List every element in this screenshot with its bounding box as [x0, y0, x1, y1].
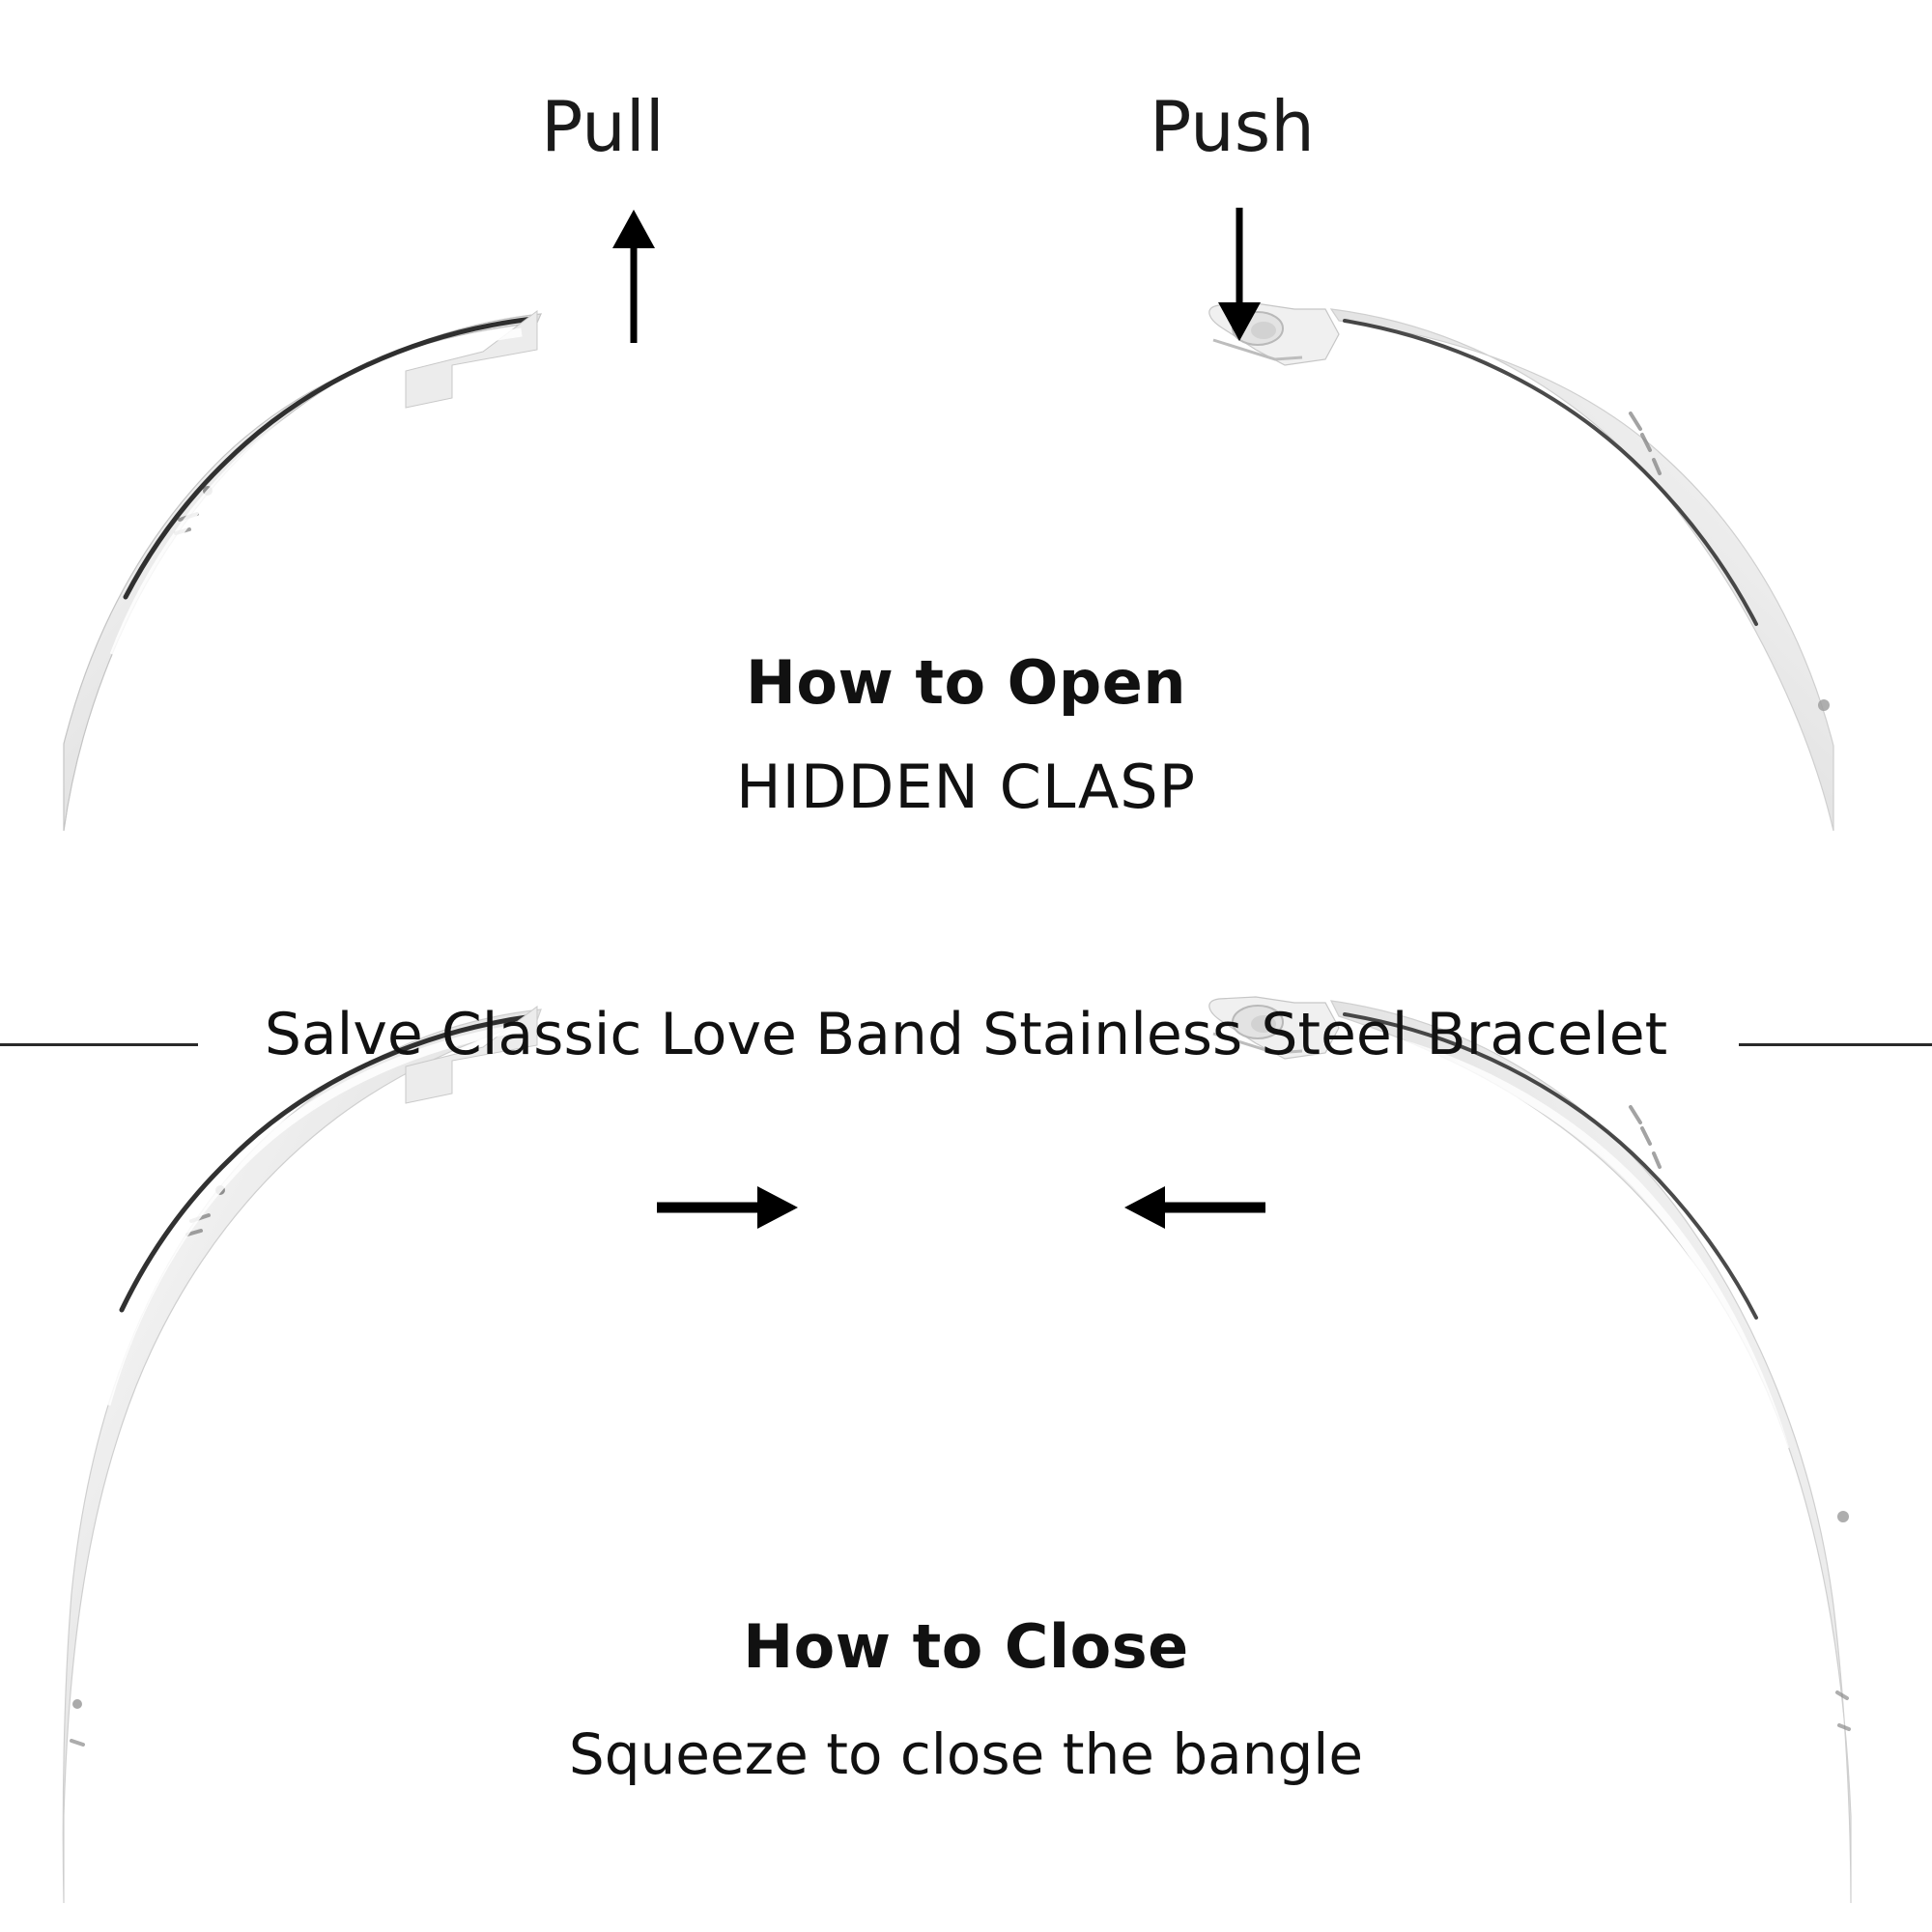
arrow-left-icon — [1124, 1186, 1265, 1229]
arrow-up-icon — [612, 210, 655, 343]
hidden-clasp-hook — [1208, 996, 1340, 1060]
divider-rule-left — [0, 1043, 198, 1046]
bangle-left-half — [62, 1006, 542, 1904]
product-title-divider: Salve Classic Love Band Stainless Steel … — [0, 1001, 1932, 1088]
engraving-marks — [1629, 412, 1662, 475]
arrow-right-icon — [657, 1186, 798, 1229]
divider-rule-right — [1739, 1043, 1932, 1046]
hidden-clasp-subheading: HIDDEN CLASP — [735, 752, 1197, 822]
how-to-close-heading: How to Close — [743, 1611, 1189, 1682]
bangle-right-half — [1208, 996, 1852, 1904]
product-title: Salve Classic Love Band Stainless Steel … — [264, 1001, 1668, 1068]
bangle-close-illustration — [62, 996, 1852, 1904]
push-label: Push — [1150, 86, 1315, 167]
arrow-down-icon — [1218, 208, 1261, 341]
how-to-open-heading: How to Open — [746, 647, 1186, 718]
bangle-open-illustration — [63, 302, 1834, 832]
squeeze-instruction-text: Squeeze to close the bangle — [568, 1721, 1364, 1787]
pull-label: Pull — [541, 86, 665, 167]
bangle-left-half — [63, 310, 542, 832]
